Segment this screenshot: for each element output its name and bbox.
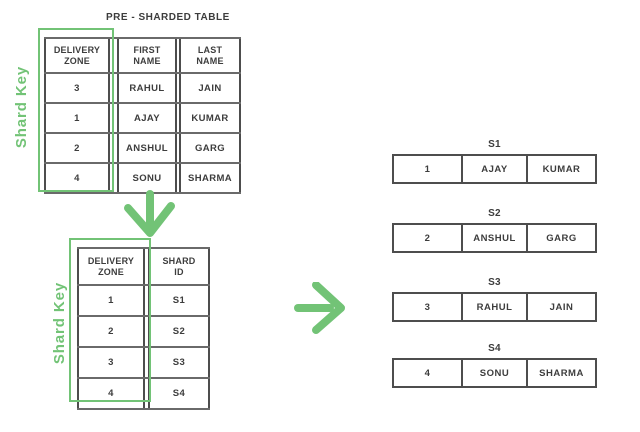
column-header-delivery-zone: DELIVERY ZONE: [44, 39, 110, 72]
table-cell: 3: [44, 74, 110, 102]
table-cell: 1: [77, 286, 145, 315]
table-cell: 4: [424, 367, 431, 379]
table-cell: 4: [77, 379, 145, 408]
table-cell: SONU: [117, 164, 177, 192]
down-arrow-icon: [124, 190, 175, 237]
table-cell: KUMAR: [179, 104, 241, 132]
table-cell: GARG: [546, 232, 577, 244]
table-cell: ANSHUL: [461, 225, 528, 251]
table-cell: S2: [148, 317, 210, 346]
table-cell: 3: [424, 301, 431, 313]
table-cell: 3: [77, 348, 145, 377]
shard-label-s4: S4: [488, 343, 501, 354]
column-header-first-name: FIRST NAME: [117, 39, 177, 72]
table-cell: 4: [44, 164, 110, 192]
table-cell: 2: [77, 317, 145, 346]
table-cell: 2: [424, 232, 431, 244]
table-cell: JAIN: [179, 74, 241, 102]
column-header-shard-id: SHARD ID: [148, 249, 210, 284]
shard-table-s1: 1 AJAY KUMAR: [392, 154, 597, 184]
table-cell: S1: [148, 286, 210, 315]
table-row: 4 SONU SHARMA: [44, 164, 241, 194]
table-row: 2 ANSHUL GARG: [44, 134, 241, 164]
shard-key-bracket: [38, 28, 114, 192]
table-row: 3 RAHUL JAIN: [44, 74, 241, 104]
right-arrow-icon: [294, 282, 345, 334]
table-header-row: DELIVERY ZONE FIRST NAME LAST NAME: [44, 37, 241, 74]
table-cell: 1: [44, 104, 110, 132]
shard-key-bracket: [69, 238, 151, 402]
shard-key-label: Shard Key: [13, 65, 30, 149]
shard-table-s3: 3 RAHUL JAIN: [392, 292, 597, 322]
table-cell: ANSHUL: [117, 134, 177, 162]
shard-label-s1: S1: [488, 139, 501, 150]
table-cell: S3: [148, 348, 210, 377]
shard-table-s2: 2 ANSHUL GARG: [392, 223, 597, 253]
shard-key-label: Shard Key: [51, 281, 68, 365]
table-cell: AJAY: [461, 156, 528, 182]
table-cell: S4: [148, 379, 210, 408]
table-row: 1 AJAY KUMAR: [44, 104, 241, 134]
table-cell: SHARMA: [539, 367, 584, 379]
pre-sharded-table: DELIVERY ZONE FIRST NAME LAST NAME 3 RAH…: [44, 37, 241, 194]
table-cell: JAIN: [549, 301, 574, 313]
table-cell: KUMAR: [542, 163, 581, 175]
shard-label-s2: S2: [488, 208, 501, 219]
table-cell: SHARMA: [179, 164, 241, 192]
table-cell: RAHUL: [117, 74, 177, 102]
table-cell: 2: [44, 134, 110, 162]
table-cell: RAHUL: [461, 294, 528, 320]
page-title: PRE - SHARDED TABLE: [106, 12, 230, 23]
table-cell: GARG: [179, 134, 241, 162]
column-header-delivery-zone: DELIVERY ZONE: [77, 249, 145, 284]
shard-table-s4: 4 SONU SHARMA: [392, 358, 597, 388]
column-header-last-name: LAST NAME: [179, 39, 241, 72]
shard-label-s3: S3: [488, 277, 501, 288]
table-cell: SONU: [461, 360, 528, 386]
table-cell: AJAY: [117, 104, 177, 132]
table-cell: 1: [424, 163, 431, 175]
